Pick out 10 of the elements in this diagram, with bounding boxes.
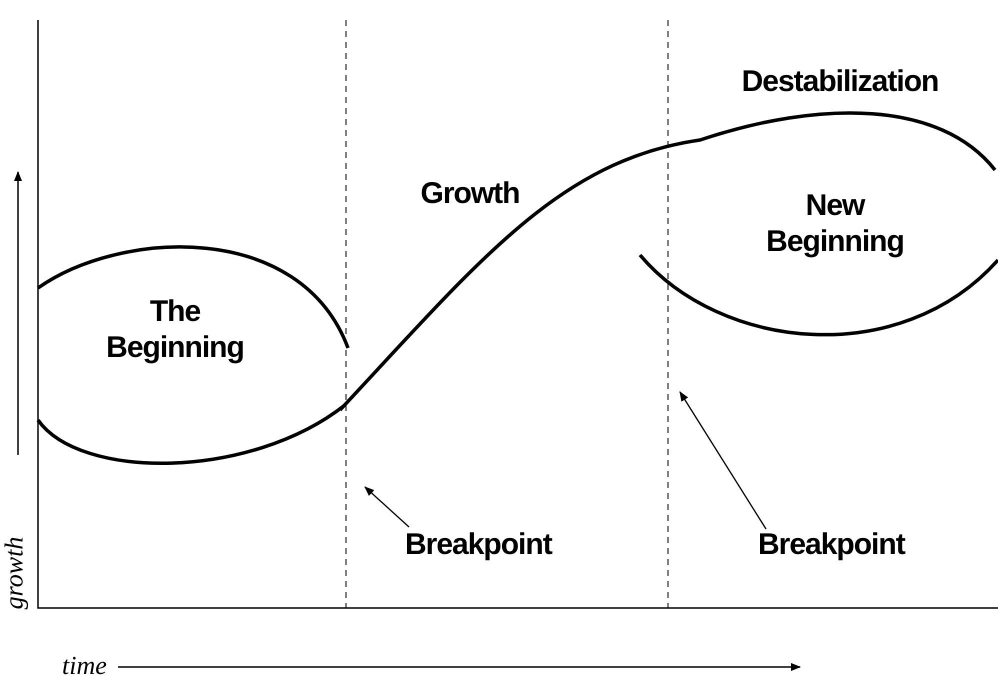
leader-arrow [679,391,767,530]
phase-label: New Beginning [765,188,905,260]
phase-label: Destabilization [740,64,940,100]
leader-arrow [364,486,410,528]
callout-text: Breakpoint [405,527,552,563]
callout-text: Breakpoint [758,527,905,563]
axis-label: time [62,650,107,678]
phase-label: Growth [420,176,520,212]
phase-label: The Beginning [105,294,245,366]
axis-label: growth [0,536,30,610]
